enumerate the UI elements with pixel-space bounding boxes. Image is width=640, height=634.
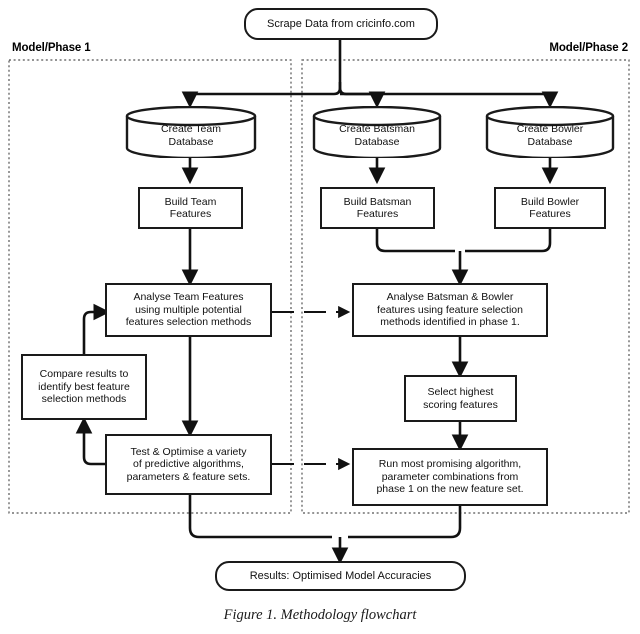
node-test-optimise-line3: parameters & feature sets.	[126, 470, 251, 483]
node-build-bowler-features-line1: Build Bowler	[520, 195, 580, 208]
node-analyse-batsman-bowler-line3: methods identified in phase 1.	[380, 316, 520, 329]
node-build-bowler-features[interactable]: Build Bowler Features	[494, 187, 606, 229]
cylinder-team-db-shape	[125, 105, 257, 163]
node-results[interactable]: Results: Optimised Model Accuracies	[215, 561, 466, 591]
cylinder-batsman-db-shape	[312, 105, 442, 163]
node-analyse-batsman-bowler-line1: Analyse Batsman & Bowler	[386, 291, 514, 304]
node-analyse-team-features-line2: using multiple potential	[135, 303, 242, 316]
phase-1-label: Model/Phase 1	[12, 42, 91, 54]
phase-2-boundary	[301, 59, 630, 514]
node-create-team-database[interactable]: Create Team Database	[125, 106, 257, 158]
node-analyse-team-features[interactable]: Analyse Team Features using multiple pot…	[105, 283, 272, 337]
node-build-team-features[interactable]: Build Team Features	[138, 187, 243, 229]
node-create-bowler-database[interactable]: Create Bowler Database	[485, 106, 615, 158]
node-run-promising-line2: parameter combinations from	[381, 470, 519, 483]
node-run-promising-line1: Run most promising algorithm,	[378, 458, 522, 471]
node-test-optimise[interactable]: Test & Optimise a variety of predictive …	[105, 434, 272, 495]
node-analyse-team-features-line3: features selection methods	[125, 316, 252, 329]
node-build-batsman-features-line1: Build Batsman	[343, 195, 412, 208]
node-create-batsman-database-line1: Create Batsman	[339, 123, 415, 136]
node-scrape-data-label: Scrape Data from cricinfo.com	[267, 17, 415, 30]
node-create-bowler-database-line1: Create Bowler	[516, 123, 584, 136]
node-analyse-batsman-bowler-features[interactable]: Analyse Batsman & Bowler features using …	[352, 283, 548, 337]
node-compare-results-line3: selection methods	[41, 393, 127, 406]
cylinder-bowler-db-shape	[485, 105, 615, 163]
phase-2-label: Model/Phase 2	[549, 42, 628, 54]
node-select-highest-line1: Select highest	[427, 386, 494, 399]
node-analyse-team-features-line1: Analyse Team Features	[133, 291, 244, 304]
node-run-most-promising-algorithm[interactable]: Run most promising algorithm, parameter …	[352, 448, 548, 506]
node-create-batsman-database[interactable]: Create Batsman Database	[312, 106, 442, 158]
node-create-bowler-database-line2: Database	[527, 135, 573, 148]
node-select-highest-line2: scoring features	[423, 398, 498, 411]
node-results-label: Results: Optimised Model Accuracies	[249, 569, 432, 582]
figure-caption: Figure 1. Methodology flowchart	[223, 607, 417, 623]
node-test-optimise-line2: of predictive algorithms,	[133, 458, 244, 471]
node-build-team-features-line2: Features	[169, 208, 212, 220]
node-analyse-batsman-bowler-line2: features using feature selection	[377, 303, 523, 316]
node-select-highest-scoring-features[interactable]: Select highest scoring features	[404, 375, 517, 422]
node-compare-results[interactable]: Compare results to identify best feature…	[21, 354, 147, 420]
node-create-team-database-line2: Database	[168, 135, 214, 148]
node-build-team-features-line1: Build Team	[164, 195, 217, 208]
node-create-team-database-line1: Create Team	[161, 123, 221, 136]
node-test-optimise-line1: Test & Optimise a variety	[130, 445, 247, 458]
node-compare-results-line2: identify best feature	[38, 380, 130, 393]
node-compare-results-line1: Compare results to	[39, 368, 129, 381]
node-build-bowler-features-line2: Features	[529, 208, 571, 220]
node-build-batsman-features[interactable]: Build Batsman Features	[320, 187, 435, 229]
node-create-batsman-database-line2: Database	[354, 135, 400, 148]
phase-1-boundary	[8, 59, 292, 514]
node-run-promising-line3: phase 1 on the new feature set.	[376, 483, 524, 496]
node-build-batsman-features-line2: Features	[356, 208, 399, 220]
node-scrape-data[interactable]: Scrape Data from cricinfo.com	[244, 8, 438, 40]
